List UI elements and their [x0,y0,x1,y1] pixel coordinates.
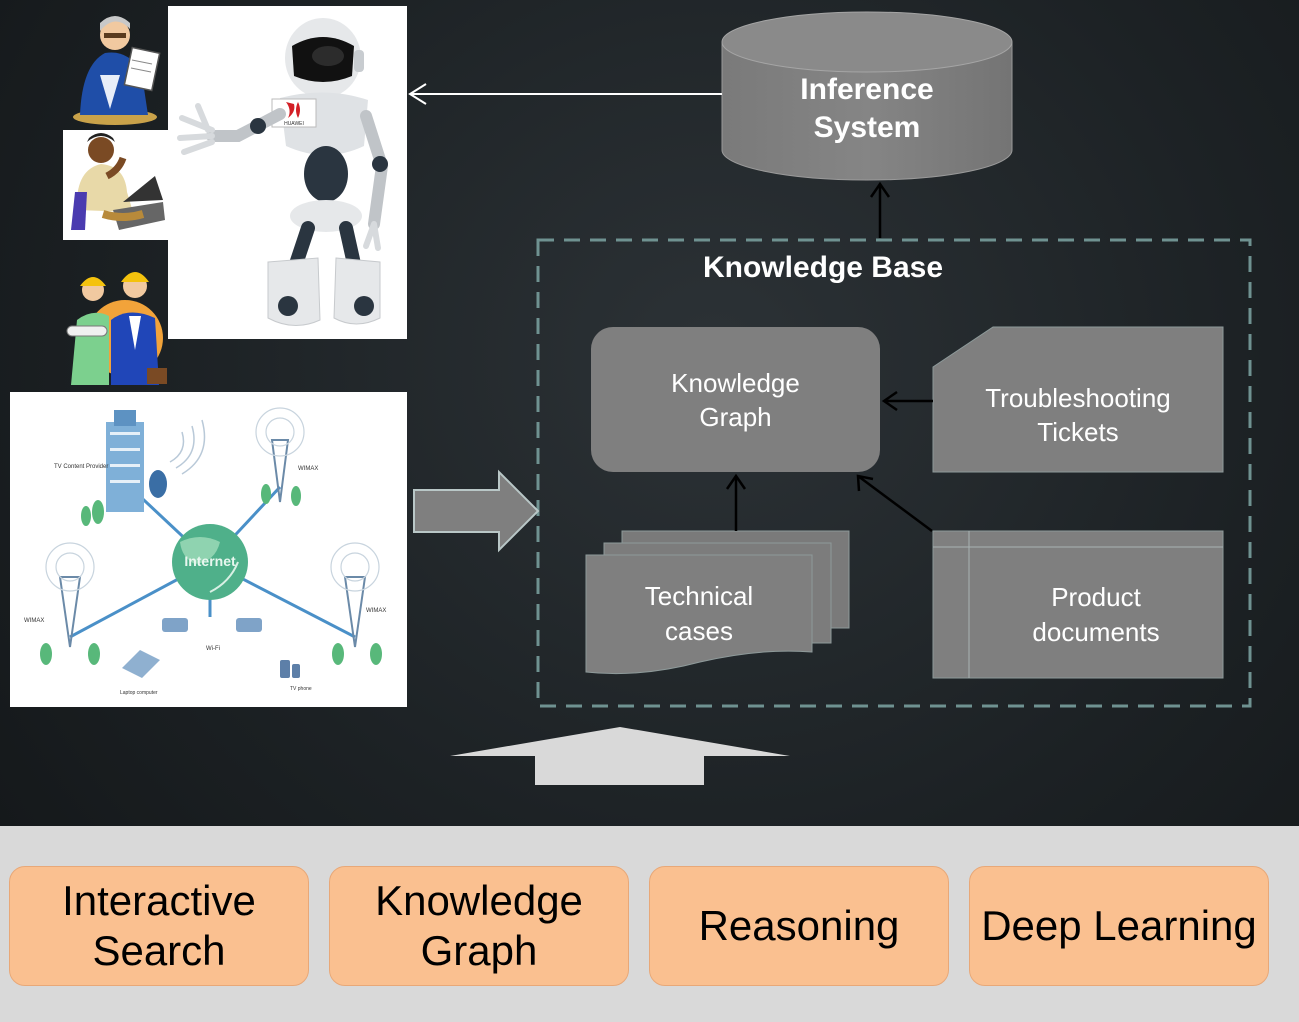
technical-cases-shape [585,530,850,675]
knowledge-graph-node [591,327,880,472]
tech-deep-learning: Deep Learning [969,866,1269,986]
net-label-internet: Internet [184,553,236,569]
net-label-wifi: Wi-Fi [206,646,220,652]
man-at-computer-clipart [63,130,168,240]
net-label-tv-phone: TV phone [290,686,312,692]
technical-cases-label: Technical cases [644,581,754,646]
net-label-wimax-top: WIMAX [298,466,318,472]
kb-internal-arrows [725,390,933,533]
net-label-wimax-right: WIMAX [366,608,386,614]
arrow-inference-to-agent [408,83,722,105]
tech-knowledge-graph: Knowledge Graph [329,866,629,986]
engineers-clipart [63,250,168,385]
arrow-kb-to-inference [869,181,891,238]
man-reading-clipart [60,5,168,127]
inference-system-label: Inference System [800,73,934,144]
robot-image: HUAWEI [168,6,407,339]
net-label-tv-provider: TV Content Provider [54,464,108,470]
robot-badge-text: HUAWEI [284,121,304,127]
tech-interactive-search: Interactive Search [9,866,309,986]
inference-system-cylinder [721,11,1013,181]
network-illustration: TV Content Provider Internet WIMAX WIMAX… [10,392,407,707]
tech-reasoning: Reasoning [649,866,949,986]
troubleshooting-tickets-shape [932,326,1224,473]
net-label-wimax-left: WIMAX [24,618,44,624]
net-label-laptop: Laptop computer [120,690,158,696]
product-documents-shape [932,530,1224,679]
product-documents-label: Product documents [1032,582,1160,647]
knowledge-base-container [536,238,1252,708]
troubleshooting-tickets-label: Troubleshooting Tickets [985,383,1171,447]
knowledge-base-title: Knowledge Base [702,251,944,284]
technologies-up-arrow [450,727,790,785]
knowledge-graph-label: Knowledge Graph [671,368,800,432]
input-block-arrow [413,469,540,553]
